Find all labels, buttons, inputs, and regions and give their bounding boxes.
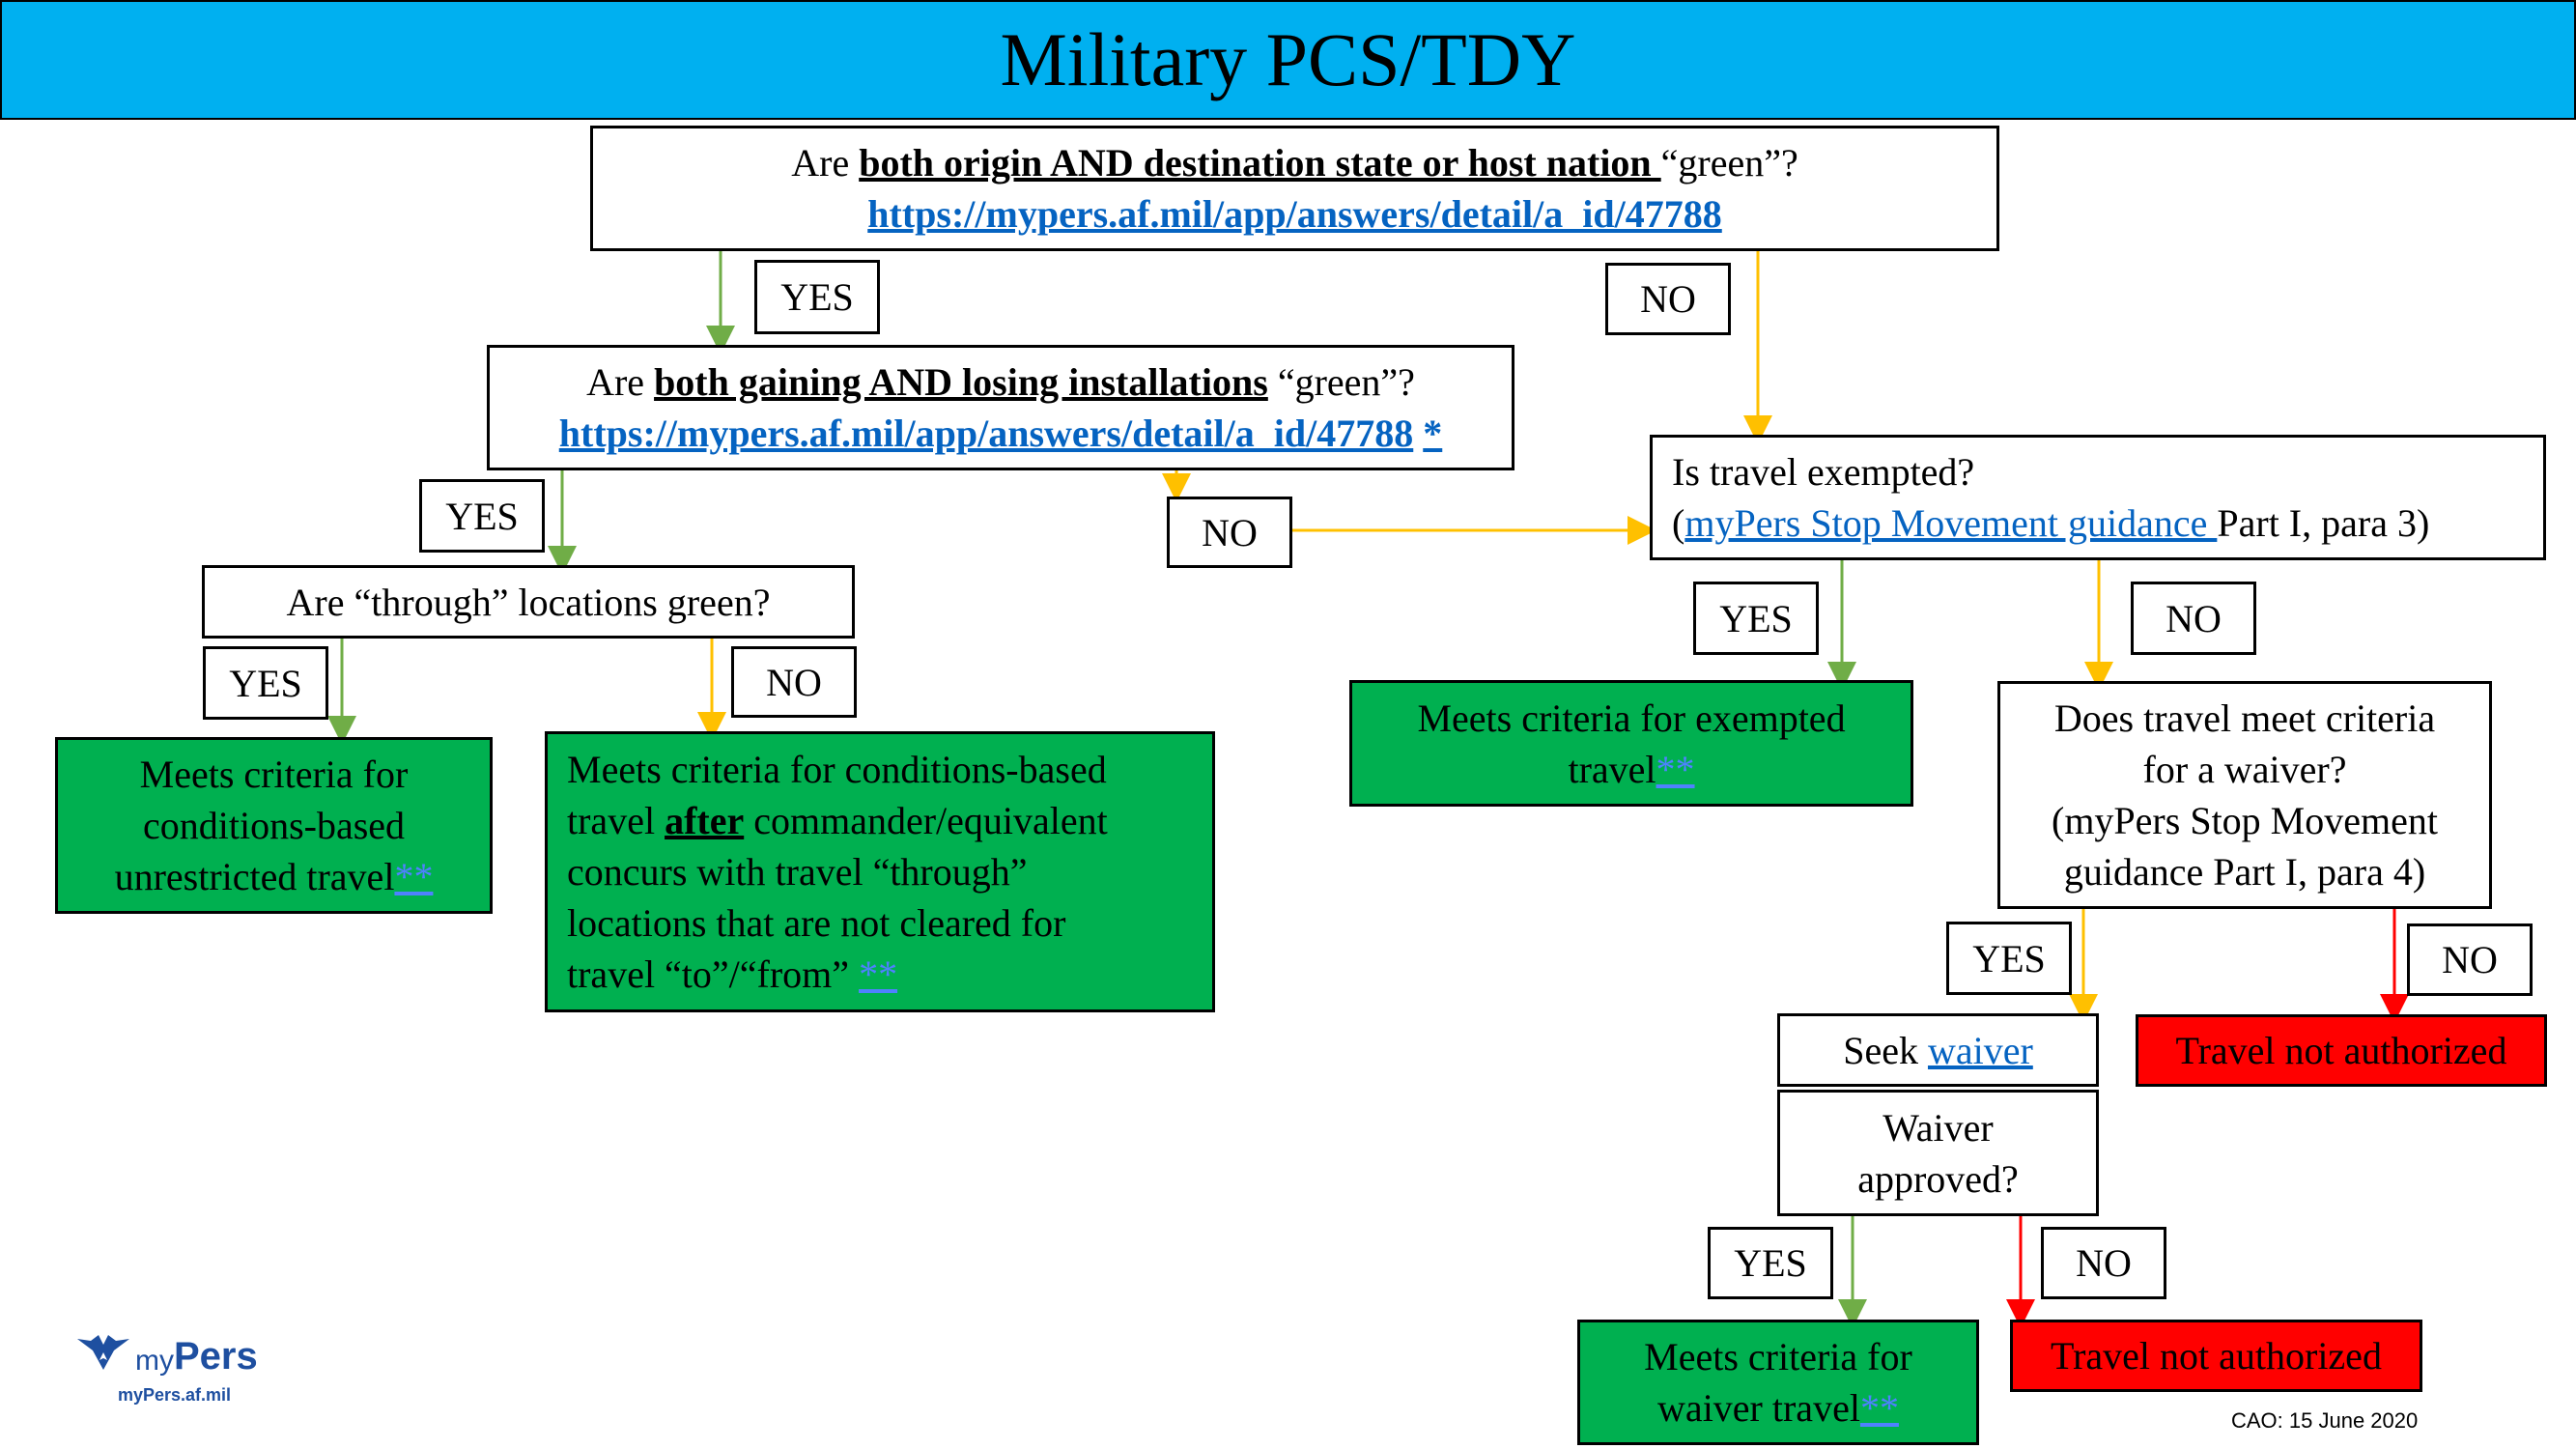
q1-bold: both origin AND destination state or hos…	[859, 141, 1661, 185]
waiver-stars-link[interactable]: **	[1859, 1386, 1899, 1430]
label-no-q5: NO	[2407, 923, 2533, 996]
q1-prefix: Are	[791, 141, 860, 185]
label-yes-q4: YES	[1693, 582, 1819, 655]
label-yes-q6: YES	[1708, 1227, 1833, 1299]
unrestricted-line1: Meets criteria for	[139, 753, 409, 796]
unrestricted-stars-link[interactable]: **	[394, 855, 434, 898]
exempted-line1: Meets criteria for exempted	[1417, 696, 1846, 740]
seek-prefix: Seek	[1843, 1028, 1928, 1072]
label-no-q3: NO	[731, 646, 857, 718]
q4-open: (	[1672, 501, 1685, 545]
concur-line5: travel “to”/“from”	[567, 952, 860, 996]
q4-line1: Is travel exempted?	[1672, 450, 1975, 494]
page-title: Military PCS/TDY	[1000, 17, 1576, 101]
concur-line3: concurs with travel “through”	[567, 850, 1028, 894]
outcome-waiver-travel: Meets criteria for waiver travel**	[1577, 1320, 1979, 1445]
concur-line4: locations that are not cleared for	[567, 901, 1066, 945]
q5-line2: for a waiver?	[2142, 748, 2347, 791]
unrestricted-line3: unrestricted travel	[114, 855, 395, 898]
footer-date: CAO: 15 June 2020	[2231, 1408, 2419, 1433]
title-banner: Military PCS/TDY	[0, 0, 2576, 120]
seek-waiver-box: Seek waiver	[1777, 1013, 2099, 1087]
exempted-line2: travel	[1568, 747, 1656, 791]
outcome-travel-not-authorized-1: Travel not authorized	[2136, 1014, 2547, 1087]
label-no-q2: NO	[1167, 497, 1292, 568]
concur-stars-link[interactable]: **	[859, 952, 898, 996]
question-gaining-losing: Are both gaining AND losing installation…	[487, 345, 1514, 470]
not-authorized-2-text: Travel not authorized	[2051, 1334, 2382, 1378]
q3-text: Are “through” locations green?	[286, 580, 771, 624]
q2-bold: both gaining AND losing installations	[654, 360, 1268, 404]
label-no-q1: NO	[1605, 263, 1731, 335]
outcome-exempted-travel: Meets criteria for exempted travel**	[1349, 680, 1913, 807]
q5-line4: guidance Part I, para 4)	[2063, 850, 2426, 894]
logo-my: my	[135, 1345, 174, 1377]
unrestricted-line2: conditions-based	[142, 804, 406, 847]
logo-pers: Pers	[174, 1335, 258, 1378]
exempted-stars-link[interactable]: **	[1656, 747, 1695, 791]
label-no-q4: NO	[2131, 582, 2256, 655]
label-yes-q1: YES	[754, 260, 880, 334]
q5-line1: Does travel meet criteria	[2053, 696, 2436, 740]
concur-line1: Meets criteria for conditions-based	[567, 748, 1107, 791]
outcome-travel-not-authorized-2: Travel not authorized	[2010, 1320, 2422, 1392]
q1-suffix: “green”?	[1660, 141, 1798, 185]
label-yes-q2: YES	[419, 479, 545, 553]
question-waiver-criteria: Does travel meet criteria for a waiver? …	[1997, 681, 2492, 909]
question-origin-destination: Are both origin AND destination state or…	[590, 126, 1999, 251]
q5-line3: (myPers Stop Movement	[2052, 799, 2438, 842]
q4-rest: Part I, para 3)	[2217, 501, 2430, 545]
waiver-line1: Meets criteria for	[1644, 1335, 1912, 1378]
q6-line1: Waiver	[1882, 1105, 1994, 1150]
concur-line2-bold: after	[665, 799, 745, 842]
q2-star-link[interactable]: *	[1423, 412, 1443, 455]
outcome-unrestricted-travel: Meets criteria for conditions-based unre…	[55, 737, 493, 914]
not-authorized-1-text: Travel not authorized	[2175, 1029, 2507, 1072]
question-waiver-approved: Waiver approved?	[1777, 1090, 2099, 1216]
outcome-after-commander-concurs: Meets criteria for conditions-based trav…	[545, 731, 1215, 1012]
mypers-logo: my Pers myPers.af.mil	[75, 1331, 288, 1408]
label-yes-q3: YES	[203, 646, 328, 720]
logo-url: myPers.af.mil	[118, 1385, 232, 1405]
concur-line2-pre: travel	[567, 799, 665, 842]
air-force-wings-icon	[77, 1335, 129, 1370]
question-travel-exempted: Is travel exempted? (myPers Stop Movemen…	[1650, 435, 2546, 560]
label-yes-q5: YES	[1946, 922, 2072, 995]
q2-suffix: “green”?	[1267, 360, 1415, 404]
q1-link[interactable]: https://mypers.af.mil/app/answers/detail…	[867, 192, 1722, 236]
q2-prefix: Are	[586, 360, 655, 404]
q6-line2: approved?	[1857, 1156, 2019, 1201]
question-through-locations: Are “through” locations green?	[202, 565, 855, 639]
q2-link[interactable]: https://mypers.af.mil/app/answers/detail…	[558, 412, 1414, 455]
concur-line2-post: commander/equivalent	[744, 799, 1108, 842]
label-no-q6: NO	[2041, 1227, 2166, 1299]
waiver-link[interactable]: waiver	[1927, 1028, 2033, 1072]
waiver-line2: waiver travel	[1657, 1386, 1860, 1430]
q4-stop-movement-link[interactable]: myPers Stop Movement guidance	[1684, 501, 2218, 545]
